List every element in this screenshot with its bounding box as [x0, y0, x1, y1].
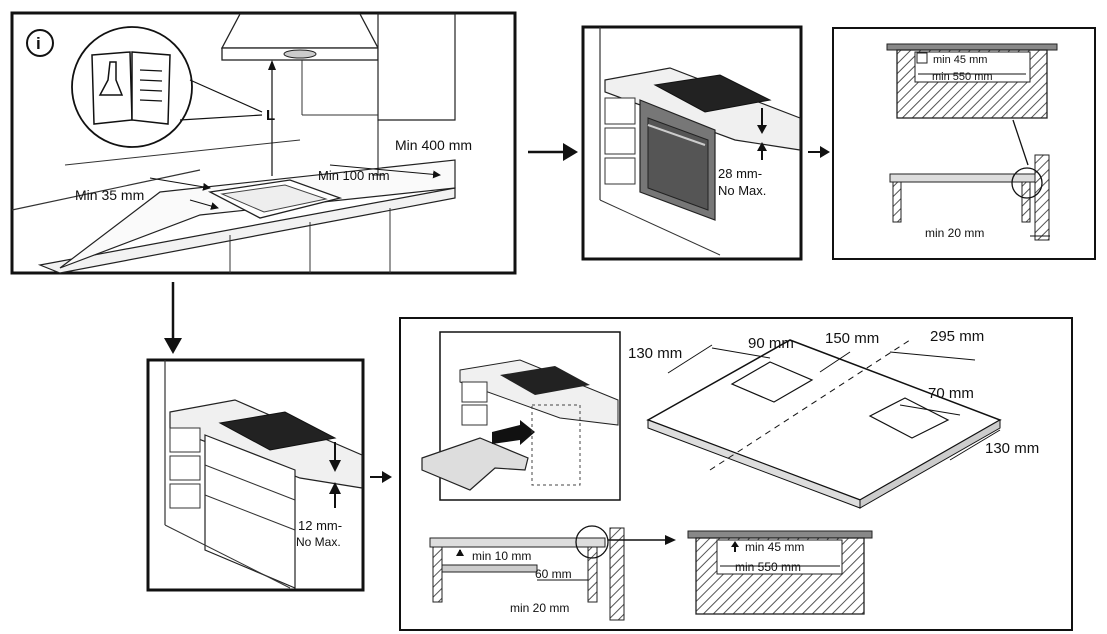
cutout-150-label: 150 mm [825, 330, 879, 347]
section-min-10-label: min 10 mm [472, 549, 531, 563]
min-400-label: Min 400 mm [395, 137, 472, 153]
cutout-295-label: 295 mm [930, 328, 984, 345]
min-100-label: Min 100 mm [318, 168, 390, 183]
oven-thickness-top-label: 28 mm- [718, 166, 762, 181]
cutout-70-label: 70 mm [928, 385, 974, 402]
drawer-thickness-top-label: 12 mm- [298, 518, 342, 533]
panel-oven-detail: min 45 mm min 550 mm min 20 mm [832, 27, 1096, 260]
panel-cutout-dimensions: 130 mm 90 mm 150 mm 295 mm 70 mm 130 mm … [399, 317, 1073, 631]
section-60-label: 60 mm [535, 567, 572, 581]
panel-drawer-installation: 12 mm- No Max. [146, 358, 365, 592]
min-35-label: Min 35 mm [75, 187, 144, 203]
oven-thickness-bottom-label: No Max. [718, 183, 766, 198]
panel-kitchen-overview: L Min 400 mm Min 100 mm Min 35 mm i [10, 11, 517, 275]
cutout-90-label: 90 mm [748, 335, 794, 352]
drawer-thickness-bottom-label: No Max. [296, 535, 341, 549]
detail-min-20-label: min 20 mm [925, 226, 984, 240]
cutout-130-left-label: 130 mm [628, 345, 682, 362]
cutout-130-right-label: 130 mm [985, 440, 1039, 457]
height-marker-label: L [266, 107, 275, 124]
detail-min-45-label: min 45 mm [933, 54, 987, 66]
detail-b-min-550-label: min 550 mm [735, 560, 801, 574]
detail-b-min-45-label: min 45 mm [745, 540, 804, 554]
panel-oven-installation: 28 mm- No Max. [581, 25, 803, 261]
info-icon: i [36, 34, 41, 53]
section-min-20-label: min 20 mm [510, 601, 569, 615]
detail-min-550-label: min 550 mm [932, 71, 993, 83]
